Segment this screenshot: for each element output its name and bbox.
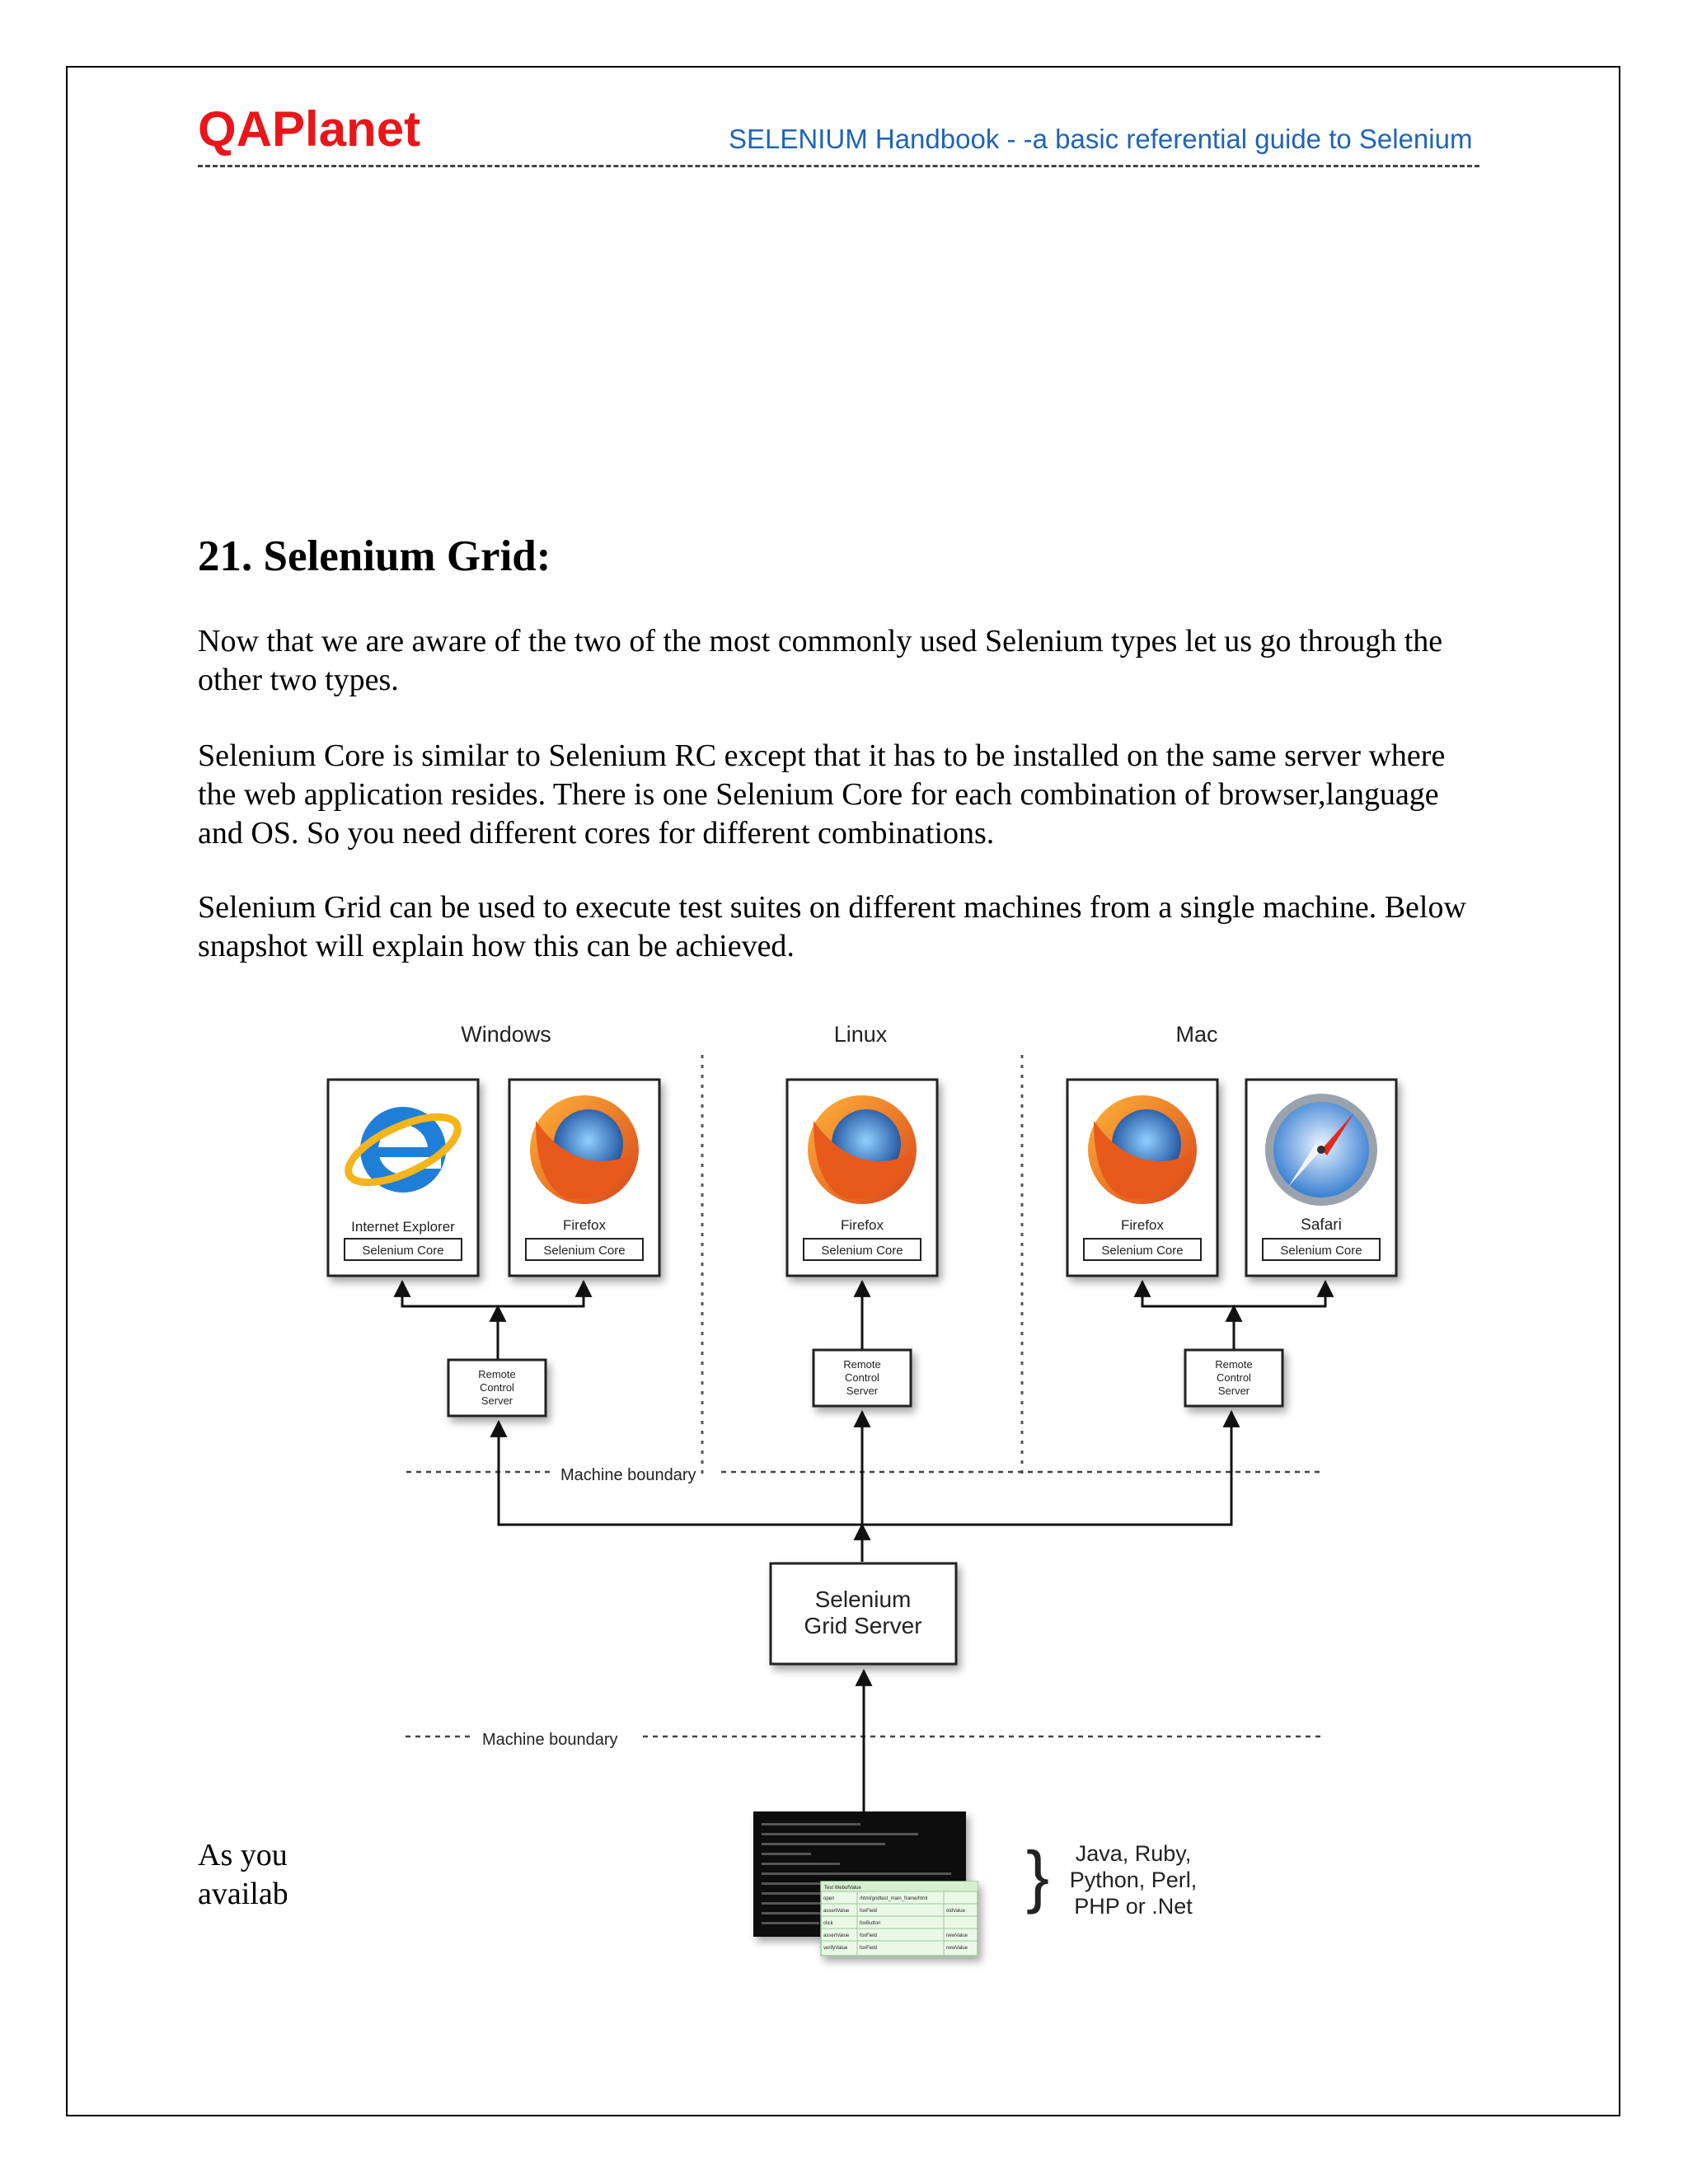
- truncated-line: As you: [198, 1838, 287, 1872]
- mini-table-cell: open: [823, 1896, 834, 1901]
- selenium-core-label: Selenium Core: [543, 1244, 625, 1258]
- firefox-icon: [1088, 1095, 1197, 1204]
- rc-server-line: Remote: [843, 1358, 881, 1371]
- browser-name: Firefox: [1121, 1217, 1164, 1233]
- mini-table-cell: newValue: [946, 1946, 968, 1951]
- truncated-paragraph: As you availab: [198, 1836, 287, 1914]
- mini-table-cell: foxField: [860, 1933, 877, 1938]
- browser-card-safari: Safari Selenium Core: [1245, 1078, 1398, 1277]
- languages-line: Java, Ruby,: [1076, 1841, 1192, 1866]
- selenium-core-label: Selenium Core: [821, 1244, 903, 1258]
- paragraph-intro: Now that we are aware of the two of the …: [198, 624, 1443, 697]
- browser-card-internet-explorer: Internet Explorer Selenium Core: [326, 1078, 480, 1277]
- browser-card-firefox-mac: Firefox Selenium Core: [1066, 1078, 1219, 1277]
- header-divider: [198, 165, 1479, 167]
- grid-server-line: Grid Server: [804, 1613, 921, 1638]
- browser-name: Safari: [1301, 1216, 1342, 1234]
- os-label-windows: Windows: [461, 1022, 551, 1047]
- mini-table-cell: assertValue: [823, 1909, 850, 1914]
- languages-line: PHP or .Net: [1074, 1894, 1193, 1919]
- firefox-icon: [530, 1095, 639, 1204]
- machine-boundary-label: Machine boundary: [560, 1466, 696, 1484]
- browser-card-firefox-windows: Firefox Selenium Core: [508, 1078, 661, 1277]
- mini-table-cell: newValue: [946, 1933, 968, 1938]
- firefox-icon: [808, 1095, 917, 1204]
- curly-brace: }: [1026, 1837, 1049, 1915]
- mini-table-cell: foxField: [860, 1909, 877, 1914]
- mini-table-cell: foxButton: [860, 1921, 880, 1926]
- brand-logo-text: QAPlanet: [198, 101, 421, 157]
- rc-server-line: Control: [1217, 1371, 1251, 1384]
- languages-line: Python, Perl,: [1070, 1868, 1198, 1892]
- connector-arrow: [490, 1419, 862, 1526]
- rc-server-line: Server: [481, 1394, 513, 1407]
- browser-name: Firefox: [563, 1217, 606, 1233]
- selenium-core-label: Selenium Core: [1101, 1244, 1183, 1258]
- page-border: [66, 66, 1620, 2116]
- paragraph-selenium-core: Selenium Core is similar to Selenium RC …: [198, 738, 1446, 851]
- os-label-linux: Linux: [834, 1022, 888, 1047]
- connector-arrow: [862, 1409, 1240, 1526]
- remote-control-server-windows: Remote Control Server: [447, 1358, 547, 1418]
- truncated-line: availab: [198, 1877, 287, 1911]
- mini-table-cell: verifyValue: [823, 1946, 848, 1951]
- mini-table-cell: /html/gridtest_main_frame/html: [860, 1896, 927, 1901]
- connector-arrow: [393, 1279, 498, 1308]
- selenese-table-thumbnail: Test WebofValue open /html/gridtest_main…: [820, 1881, 978, 1957]
- selenium-core-label: Selenium Core: [1280, 1244, 1362, 1258]
- grid-server-line: Selenium: [815, 1586, 912, 1612]
- remote-control-server-linux: Remote Control Server: [812, 1348, 912, 1408]
- mini-table-cell: foxField: [860, 1946, 877, 1951]
- paragraph-selenium-grid: Selenium Grid can be used to execute tes…: [198, 890, 1466, 963]
- selenium-grid-server: Selenium Grid Server: [769, 1562, 958, 1666]
- connector-arrow: [1234, 1279, 1334, 1308]
- internet-explorer-icon: [345, 1107, 462, 1193]
- rc-server-line: Remote: [1215, 1358, 1253, 1371]
- rc-server-line: Control: [480, 1381, 514, 1394]
- selenium-core-label: Selenium Core: [362, 1244, 443, 1258]
- mini-table-cell: oldValue: [946, 1909, 966, 1914]
- mini-table-cell: click: [823, 1921, 834, 1926]
- connector-arrow: [1133, 1279, 1234, 1308]
- browser-name: Firefox: [841, 1217, 884, 1233]
- rc-server-line: Control: [845, 1371, 879, 1384]
- rc-server-line: Server: [1218, 1385, 1250, 1397]
- os-label-mac: Mac: [1175, 1022, 1217, 1047]
- browser-name: Internet Explorer: [351, 1219, 455, 1235]
- mini-table-cell: assertValue: [823, 1933, 850, 1938]
- section-heading: 21. Selenium Grid:: [198, 532, 551, 580]
- document-subtitle: SELENIUM Handbook - -a basic referential…: [729, 124, 1473, 154]
- browser-card-firefox-linux: Firefox Selenium Core: [785, 1078, 939, 1277]
- rc-server-line: Server: [846, 1385, 879, 1397]
- remote-control-server-mac: Remote Control Server: [1184, 1348, 1284, 1408]
- machine-boundary-label: Machine boundary: [482, 1731, 618, 1749]
- mini-table-title: Test WebofValue: [824, 1886, 861, 1891]
- safari-icon: [1265, 1094, 1377, 1206]
- rc-server-line: Remote: [478, 1368, 516, 1380]
- connector-arrow: [498, 1279, 593, 1308]
